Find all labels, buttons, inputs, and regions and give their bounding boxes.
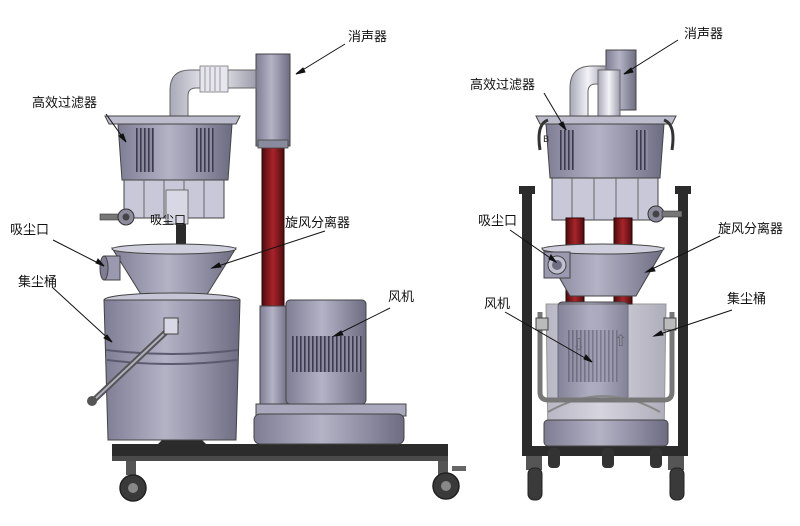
left-connecting-pipe <box>169 69 257 117</box>
left-fan-label: 风机 <box>388 290 415 305</box>
left-red-tube <box>261 145 285 307</box>
leader-lines <box>51 39 733 363</box>
left-muffler <box>255 53 291 147</box>
right-frame-right-leg <box>678 186 688 456</box>
right-wheel-mid-1 <box>548 448 560 468</box>
right-wheel-right <box>668 456 685 501</box>
left-base-frame <box>112 444 448 456</box>
right-wheel-left <box>526 456 543 501</box>
left-wheel-front <box>119 461 147 502</box>
right-inlet-label: 吸尘口 <box>478 214 518 229</box>
left-dust-bucket <box>103 299 241 441</box>
right-machine: B ⇩ ⇧ <box>519 49 691 501</box>
right-clamp-left <box>537 118 549 151</box>
left-inlet-label: 吸尘口 <box>10 223 50 238</box>
left-muffler-label: 消声器 <box>348 30 388 45</box>
left-inlet-mark-label: 吸尘口 <box>150 213 187 227</box>
left-side-knob <box>99 208 135 226</box>
left-machine <box>87 53 466 502</box>
right-wheel-mid-2 <box>602 448 614 468</box>
right-bucket-label: 集尘桶 <box>727 292 767 307</box>
right-cyclone-label: 旋风分离器 <box>718 222 784 237</box>
left-cyclone-label: 旋风分离器 <box>285 216 351 231</box>
right-bucket-handle <box>537 312 675 403</box>
right-inlet-port <box>543 251 571 279</box>
left-base-rail <box>112 456 448 461</box>
left-cyclone <box>111 247 237 297</box>
right-muffler-label: 消声器 <box>684 27 724 42</box>
left-hepa-housing <box>117 123 233 181</box>
left-inlet-port <box>99 255 121 281</box>
right-frame-left-leg <box>522 186 532 456</box>
left-bucket-label: 集尘桶 <box>18 275 58 290</box>
right-hepa-label: 高效过滤器 <box>470 78 536 93</box>
right-hepa-lower <box>551 177 659 221</box>
left-fan-shaft <box>259 305 289 407</box>
left-hepa-lid <box>104 115 241 125</box>
right-mark-letter: B <box>543 135 549 145</box>
left-fan-housing <box>253 413 405 445</box>
right-hepa-lid <box>535 115 677 125</box>
right-side-knob <box>647 205 683 223</box>
right-wheel-mid-3 <box>650 448 662 468</box>
left-wheel-rear <box>432 461 466 500</box>
left-bucket-handle <box>87 317 179 406</box>
left-hepa-label: 高效过滤器 <box>32 96 98 111</box>
right-fan-label: 风机 <box>484 297 511 312</box>
right-clamp-right <box>663 118 675 151</box>
